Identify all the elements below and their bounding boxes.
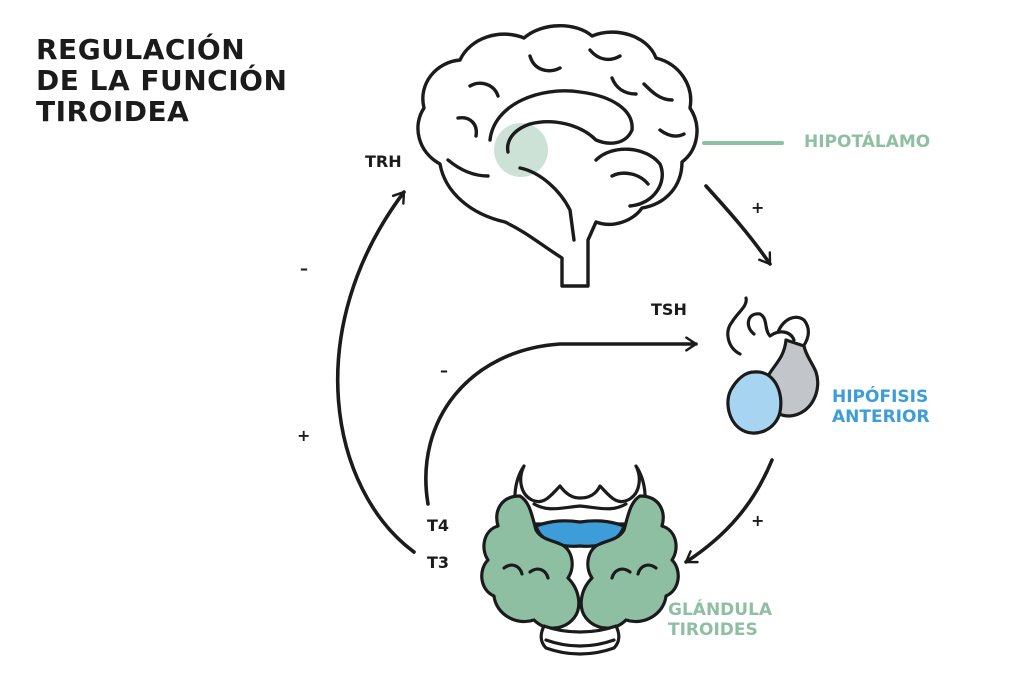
cerebellum-fold xyxy=(610,171,650,186)
pituitary-label-line-2: ANTERIOR xyxy=(832,407,930,427)
larynx-notch xyxy=(532,502,628,511)
hypothalamus-label: HIPOTÁLAMO xyxy=(804,132,931,152)
trachea xyxy=(539,624,621,656)
brain-outline xyxy=(416,24,699,288)
pituitary-label: HIPÓFISIS ANTERIOR xyxy=(832,387,930,427)
gyrus-4 xyxy=(588,48,622,62)
sign-inner-inhibition: – xyxy=(440,361,448,380)
hormone-t4-label: T4 xyxy=(427,516,450,535)
thyroid-fold-2 xyxy=(528,567,550,580)
hypothalamus-highlight xyxy=(494,123,548,177)
larynx-cartilage xyxy=(513,464,647,526)
brain-illustration xyxy=(416,24,699,288)
hormone-trh-label: TRH xyxy=(365,152,402,171)
corpus-callosum xyxy=(488,89,634,154)
pituitary-front-lobe xyxy=(726,370,783,435)
sign-pituitary-to-thyroid: + xyxy=(751,511,765,530)
pituitary-label-line-1: HIPÓFISIS xyxy=(832,387,929,407)
hormone-t3-label: T3 xyxy=(427,553,450,572)
thyroid-label: GLÁNDULA TIROIDES xyxy=(668,600,772,640)
gyrus-7 xyxy=(446,158,490,178)
title-line-3: TIROIDEA xyxy=(36,95,190,128)
thyroid-fold-4 xyxy=(610,567,632,580)
hormone-tsh-label: TSH xyxy=(651,300,687,319)
gyrus-6 xyxy=(658,128,686,138)
cerebellum xyxy=(594,147,664,208)
thyroid-illustration xyxy=(480,464,680,656)
title-line-2: DE LA FUNCIÓN xyxy=(36,64,288,97)
arrows xyxy=(336,184,774,564)
thyroid-label-line-2: TIROIDES xyxy=(668,620,758,640)
sign-outer-inhibition: – xyxy=(300,259,308,278)
arrow-t4-to-tsh xyxy=(424,336,698,506)
sign-brain-to-pituitary: + xyxy=(751,198,765,217)
gyrus-2 xyxy=(456,116,478,138)
diagram-title: REGULACIÓN DE LA FUNCIÓN TIROIDEA xyxy=(36,34,287,127)
thyroid-fold-3 xyxy=(636,563,658,576)
brainstem-inner xyxy=(518,166,576,242)
thyroid-fold-1 xyxy=(502,563,524,576)
thyroid-label-line-1: GLÁNDULA xyxy=(668,600,773,620)
gyrus-3 xyxy=(528,54,562,73)
pituitary-illustration xyxy=(726,296,820,435)
arrow-brain-to-pituitary xyxy=(704,184,772,266)
title-line-1: REGULACIÓN xyxy=(36,33,246,66)
trachea-ring xyxy=(544,638,616,648)
gyrus-8 xyxy=(610,76,638,96)
sign-t3-to-trh: + xyxy=(297,426,311,445)
gyrus-1 xyxy=(468,81,500,98)
arrow-t3-to-trh xyxy=(336,190,416,554)
arrow-pituitary-to-thyroid xyxy=(684,458,774,564)
gyrus-5 xyxy=(642,82,674,102)
pituitary-stalk xyxy=(726,296,810,356)
